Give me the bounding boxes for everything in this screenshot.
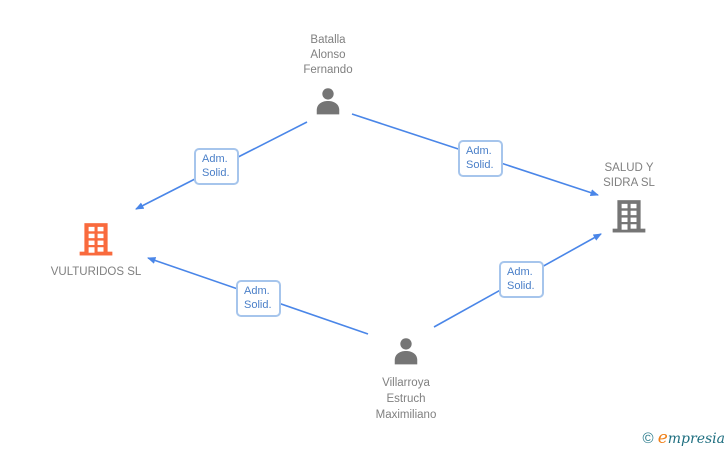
- node-person-villarroya[interactable]: Villarroya Estruch Maximiliano: [345, 336, 467, 423]
- edge-label-adm-solid: Adm. Solid.: [194, 148, 239, 185]
- node-person-batalla[interactable]: Batalla Alonso Fernando: [267, 33, 389, 121]
- node-label: VULTURIDOS SL: [50, 266, 142, 278]
- edge-label-adm-solid: Adm. Solid.: [499, 261, 544, 298]
- node-label: Villarroya Estruch Maximiliano: [375, 377, 437, 421]
- building-icon: [610, 197, 648, 235]
- building-icon: [77, 220, 115, 258]
- empresia-logo: © empresia: [642, 429, 725, 448]
- node-company-vulturidos[interactable]: VULTURIDOS SL: [26, 220, 166, 280]
- node-company-salud-y-sidra[interactable]: SALUD Y SIDRA SL: [579, 161, 679, 240]
- copyright-symbol: ©: [642, 430, 654, 447]
- edge-label-adm-solid: Adm. Solid.: [458, 140, 503, 177]
- brand-initial: e: [657, 428, 668, 448]
- brand-rest: mpresia: [667, 431, 725, 447]
- node-label: SALUD Y SIDRA SL: [603, 162, 655, 189]
- person-icon: [313, 86, 343, 116]
- person-icon: [391, 336, 421, 366]
- edge-label-adm-solid: Adm. Solid.: [236, 280, 281, 317]
- node-label: Batalla Alonso Fernando: [303, 34, 353, 76]
